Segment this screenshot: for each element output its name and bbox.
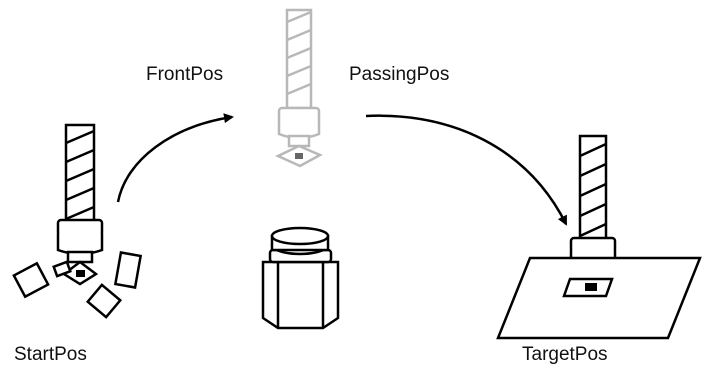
arrow-passing-to-target — [365, 114, 568, 226]
scattered-parts — [12, 251, 143, 319]
robot-arm-target — [569, 134, 617, 278]
label-target-pos: TargetPos — [522, 344, 608, 365]
label-front-pos: FrontPos — [146, 64, 224, 85]
label-start-pos: StartPos — [14, 344, 87, 365]
robot-arm-start — [56, 123, 104, 286]
robot-arm-passing — [275, 8, 323, 168]
target-plate — [496, 256, 702, 340]
container-jar — [261, 226, 340, 330]
arrow-start-to-front — [116, 113, 234, 203]
label-passing-pos: PassingPos — [349, 64, 450, 85]
